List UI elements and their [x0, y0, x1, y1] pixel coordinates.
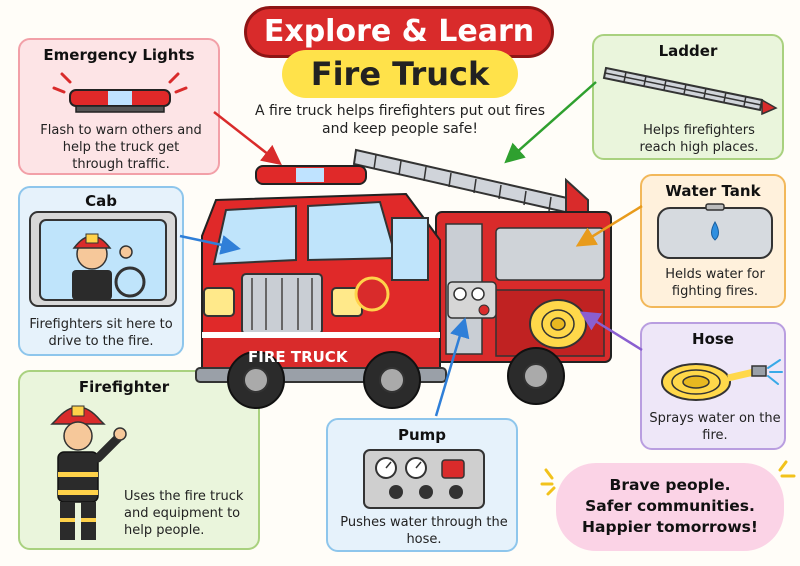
slogan-bubble: Brave people. Safer communities. Happier… — [556, 463, 784, 551]
arrow-ladder — [504, 81, 597, 164]
intro-text: A fire truck helps firefighters put out … — [254, 103, 546, 137]
title-line2: Fire Truck — [310, 55, 490, 93]
ladder-desc: Helps firefighters reach high places. — [639, 123, 759, 155]
slogan-line1: Brave people. — [609, 476, 731, 494]
truck-label: FIRE TRUCK — [248, 348, 349, 366]
water-tank-icon — [657, 203, 773, 259]
emergency-lights-desc: Flash to warn others and help the truck … — [40, 123, 202, 172]
arrow-pump — [434, 317, 470, 417]
firefighter-card: Firefighter Uses the fire truck and equi… — [18, 370, 260, 550]
cab-card: Cab Firefighters sit here to drive to th… — [18, 186, 184, 356]
slogan-line2: Safer communities. — [585, 497, 755, 515]
title-banner: Explore & Learn — [244, 6, 554, 58]
pump-title: Pump — [397, 426, 447, 444]
arrow-emergency-lights — [213, 111, 282, 166]
hose-icon — [661, 359, 783, 401]
arrow-hose — [579, 311, 643, 352]
ladder-icon — [602, 66, 778, 116]
fire-emblem-icon — [354, 276, 390, 312]
emergency-lights-card: Emergency Lights Flash to warn others an… — [18, 38, 220, 175]
hose-card: Hose Sprays water on the fire. — [640, 322, 786, 450]
emergency-lights-icon — [52, 72, 188, 113]
cab-illustration — [29, 211, 177, 307]
pump-desc: Pushes water through the hose. — [340, 515, 508, 547]
emergency-lights-title: Emergency Lights — [43, 46, 195, 64]
firefighter-desc: Uses the fire truck and equipment to hel… — [124, 489, 244, 538]
title-line1: Explore & Learn — [263, 14, 535, 49]
fire-truck-illustration: FIRE TRUCK — [195, 148, 612, 409]
water-tank-desc: Helds water for fighting fires. — [665, 267, 765, 299]
subtitle-banner: Fire Truck — [282, 50, 518, 98]
firefighter-title: Firefighter — [78, 378, 170, 396]
sparkle-icon-right — [778, 460, 796, 478]
slogan-line3: Happier tomorrows! — [582, 518, 758, 536]
ladder-title: Ladder — [658, 42, 718, 60]
cab-desc: Firefighters sit here to drive to the fi… — [29, 317, 173, 349]
pump-panel-icon — [363, 449, 485, 509]
arrow-water-tank — [575, 204, 643, 247]
cab-title: Cab — [85, 192, 117, 210]
hose-title: Hose — [692, 330, 734, 348]
sparkle-icon — [540, 468, 556, 496]
hose-desc: Sprays water on the fire. — [649, 411, 781, 443]
arrow-cab — [179, 234, 241, 255]
water-tank-title: Water Tank — [665, 182, 761, 200]
pump-card: Pump Pushes water through the hose. — [326, 418, 518, 552]
ladder-card: Ladder Helps firefighters reach high pla… — [592, 34, 784, 160]
firefighter-illustration — [50, 405, 127, 540]
water-tank-card: Water Tank Helds water for fighting fire… — [640, 174, 786, 308]
